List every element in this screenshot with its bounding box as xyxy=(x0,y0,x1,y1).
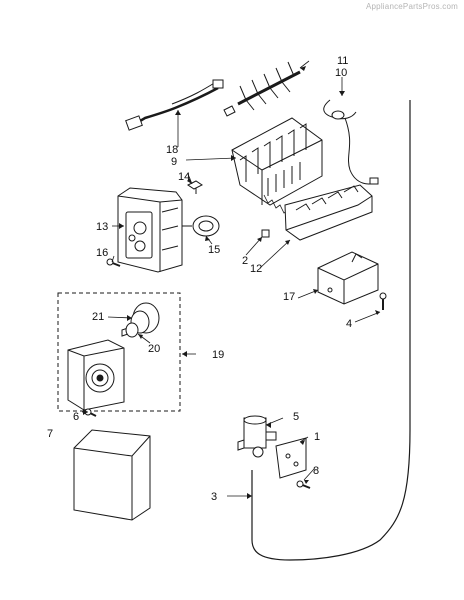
cover xyxy=(73,429,151,521)
callout-9: 9 xyxy=(171,156,177,168)
gear-part xyxy=(125,322,139,338)
callout-13: 13 xyxy=(96,221,108,233)
callout-21: 21 xyxy=(92,311,104,323)
callout-20: 20 xyxy=(148,343,160,355)
water-tube xyxy=(251,100,411,561)
callout-17: 17 xyxy=(283,291,295,303)
small-bracket-part xyxy=(261,229,270,238)
callout-16: 16 xyxy=(96,247,108,259)
watermark: AppliancePartsPros.com xyxy=(366,2,458,11)
callout-11: 11 xyxy=(337,55,348,67)
screw-16 xyxy=(106,258,121,267)
callout-12: 12 xyxy=(250,263,262,275)
callout-5: 5 xyxy=(293,411,299,423)
callout-2: 2 xyxy=(242,255,248,267)
auger-housing xyxy=(67,339,125,411)
valve-bracket xyxy=(275,437,307,479)
callout-3: 3 xyxy=(211,491,217,503)
screw-4 xyxy=(379,292,387,310)
auger-motor-assembly-box xyxy=(57,292,181,412)
callout-7: 7 xyxy=(47,428,53,440)
ejector-blades xyxy=(223,61,301,117)
callout-14: 14 xyxy=(178,171,190,183)
screw-8 xyxy=(296,480,311,489)
callout-18: 18 xyxy=(166,144,178,156)
control-module-housing xyxy=(117,187,183,273)
thermostat xyxy=(323,99,379,185)
ice-stripper xyxy=(284,184,373,241)
mold-motor xyxy=(180,215,220,237)
callout-8: 8 xyxy=(313,465,319,477)
callout-4: 4 xyxy=(346,318,352,330)
clip-part xyxy=(187,180,203,194)
callout-6: 6 xyxy=(73,411,79,423)
leader-arrowheads xyxy=(83,66,380,499)
callout-1: 1 xyxy=(314,431,320,443)
water-valve xyxy=(237,415,277,458)
wire-harness xyxy=(125,79,224,131)
callout-10: 10 xyxy=(335,67,347,79)
callout-19: 19 xyxy=(212,349,224,361)
mounting-bracket xyxy=(317,251,379,305)
ice-mold xyxy=(231,117,323,219)
callout-15: 15 xyxy=(208,244,220,256)
